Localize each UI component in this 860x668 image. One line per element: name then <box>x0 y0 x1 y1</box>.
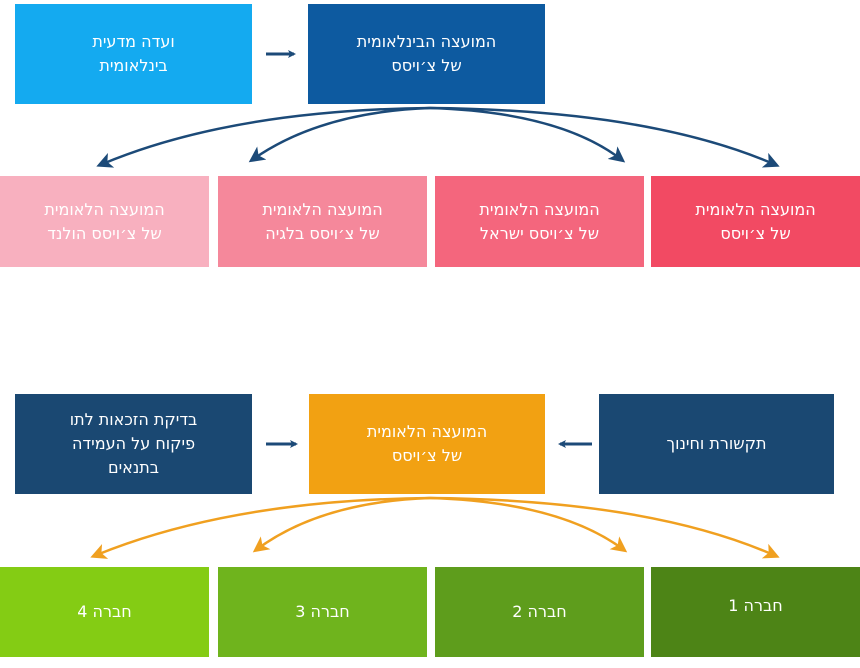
box-line: המועצה הלאומית <box>44 199 165 219</box>
national-council-box-belgium: המועצה הלאומית של צ׳ויסס בלגיה <box>218 176 427 267</box>
box-line: המועצה הלאומית <box>695 199 816 219</box>
box-line: של צ׳ויסס <box>391 56 462 75</box>
arrow-fan-top <box>96 106 780 168</box>
box-line: חברה 4 <box>77 602 132 621</box>
box-line: פיקוח על העמידה <box>71 434 196 453</box>
box-line: בדיקת הזכאות לתו <box>69 410 198 429</box>
box-line: חברה 2 <box>512 602 567 621</box>
box-line: חברה 1 <box>728 596 783 615</box>
box-line: המועצה הבינלאומית <box>356 32 497 51</box>
company-box-2: חברה 2 <box>435 567 644 657</box>
box-line: ועדה מדעית <box>92 32 175 51</box>
national-council-box-1: המועצה הלאומית של צ׳ויסס <box>651 176 860 267</box>
box-line: בתנאים <box>107 458 160 477</box>
box-line: של צ׳ויסס <box>720 223 791 243</box>
arrow-fan-bottom <box>90 496 780 559</box>
company-box-1: חברה 1 <box>651 567 860 657</box>
national-council-box-israel: המועצה הלאומית של צ׳ויסס ישראל <box>435 176 644 267</box>
box-line: בינלאומית <box>99 56 168 75</box>
company-box-3: חברה 3 <box>218 567 427 657</box>
national-council-box-netherlands: המועצה הלאומית של צ׳ויסס הולנד <box>0 176 209 267</box>
box-line: המועצה הלאומית <box>262 199 383 219</box>
box-line: של צ׳ויסס <box>391 446 463 465</box>
company-box-4: חברה 4 <box>0 567 209 657</box>
box-line: תקשורת וחינוך <box>666 434 767 453</box>
scientific-committee-box: ועדה מדעית בינלאומית <box>15 4 252 104</box>
box-line: המועצה הלאומית <box>479 199 600 219</box>
rights-check-box: בדיקת הזכאות לתו פיקוח על העמידה בתנאים <box>15 394 252 494</box>
national-council-box-bottom: המועצה הלאומית של צ׳ויסס <box>309 394 545 494</box>
international-council-box: המועצה הבינלאומית של צ׳ויסס <box>308 4 545 104</box>
communication-box: תקשורת וחינוך <box>599 394 834 494</box>
box-line: המועצה הלאומית <box>366 422 488 441</box>
box-line: של צ׳ויסס בלגיה <box>265 223 380 243</box>
box-line: של צ׳ויסס ישראל <box>479 223 600 243</box>
box-line: של צ׳ויסס הולנד <box>47 223 162 243</box>
box-line: חברה 3 <box>295 602 350 621</box>
